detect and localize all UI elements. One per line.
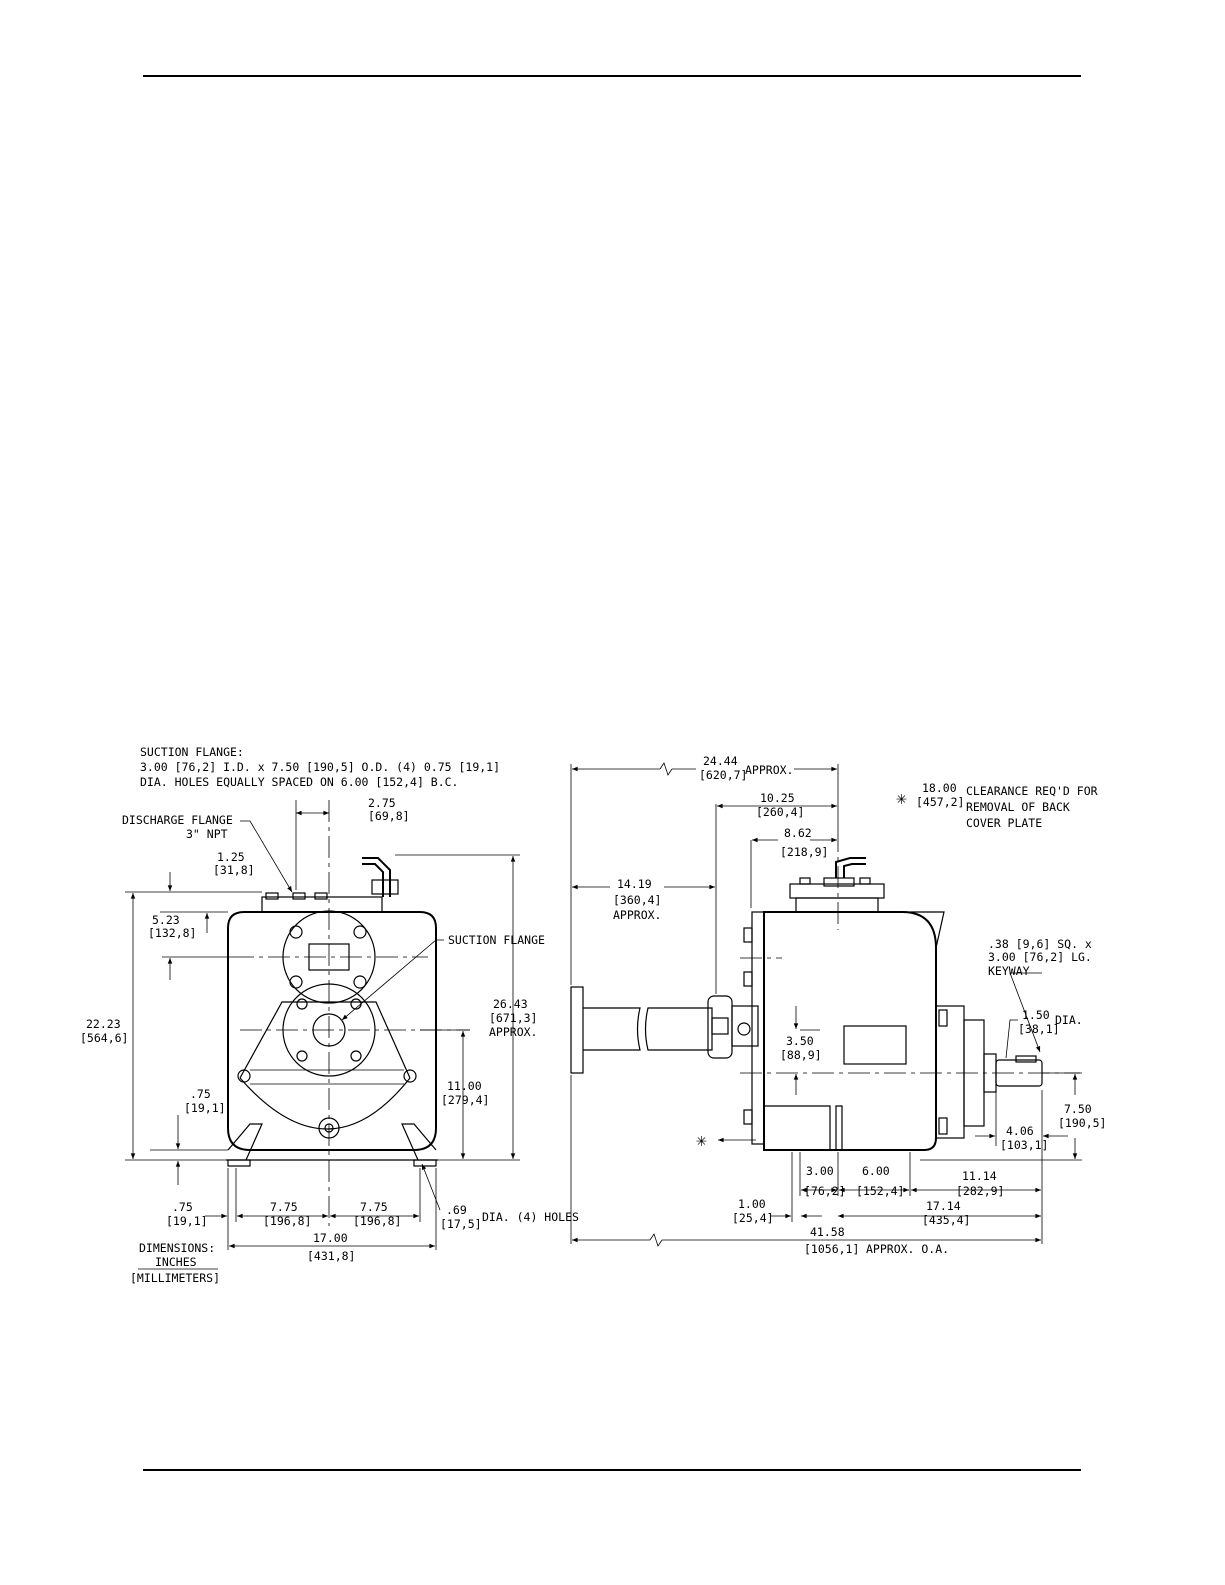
clearance-line2: REMOVAL OF BACK — [966, 800, 1070, 814]
dim-7-75-b-mm: [196,8] — [353, 1214, 401, 1228]
dim-14-19-approx: APPROX. — [613, 908, 661, 922]
dim-6-00-mm: [152,4] — [856, 1184, 904, 1198]
dim-3-50-mm: [88,9] — [780, 1048, 822, 1062]
keyway-line1: .38 [9,6] SQ. x — [988, 937, 1092, 951]
discharge-flange-title: DISCHARGE FLANGE — [122, 813, 233, 827]
dim-22-23: 22.23 — [86, 1017, 121, 1031]
dim-1-50-mm: [38,1] — [1018, 1022, 1060, 1036]
dim-26-43-approx: APPROX. — [489, 1025, 537, 1039]
dim-41-58-mm: [1056,1] — [804, 1242, 859, 1256]
dim-5-23: 5.23 — [152, 913, 180, 927]
foot-right — [401, 1123, 437, 1161]
vent-tube — [362, 863, 384, 897]
dim-7-75-a-mm: [196,8] — [263, 1214, 311, 1228]
dim-0-69-mm: [17,5] — [440, 1217, 482, 1231]
dim-24-44-mm: [620,7] — [699, 768, 747, 782]
dim-17-00: 17.00 — [313, 1231, 348, 1245]
keyway-line3: KEYWAY — [988, 964, 1030, 978]
clearance-marker: ✳ — [696, 1130, 707, 1151]
units-legend-title: DIMENSIONS: — [139, 1241, 215, 1255]
dim-8-62-mm: [218,9] — [780, 845, 828, 859]
suction-flange-note-line2: DIA. HOLES EQUALLY SPACED ON 6.00 [152,4… — [140, 775, 459, 789]
suction-flange-label: SUCTION FLANGE — [448, 933, 545, 947]
units-legend-inches: INCHES — [155, 1255, 197, 1269]
suction-flange-note-line1: 3.00 [76,2] I.D. x 7.50 [190,5] O.D. (4)… — [140, 760, 500, 774]
dim-7-50: 7.50 — [1064, 1102, 1092, 1116]
dim-4-06: 4.06 — [1006, 1124, 1034, 1138]
dim-3-50: 3.50 — [786, 1034, 814, 1048]
suction-pipe — [583, 1007, 641, 1051]
dim-17-00-mm: [431,8] — [307, 1249, 355, 1263]
dim-41-58-approx: APPROX. O.A. — [866, 1242, 949, 1256]
dim-26-43: 26.43 — [493, 997, 528, 1011]
dim-0-75-b-mm: [19,1] — [166, 1214, 208, 1228]
clearance-symbol: ✳ — [896, 788, 907, 809]
dim-1-50: 1.50 — [1022, 1008, 1050, 1022]
dim-5-23-mm: [132,8] — [148, 926, 196, 940]
dim-17-14: 17.14 — [926, 1199, 961, 1213]
dim-7-50-mm: [190,5] — [1058, 1116, 1106, 1130]
dim-10-25-mm: [260,4] — [756, 805, 804, 819]
dim-26-43-mm: [671,3] — [489, 1011, 537, 1025]
dim-3-00-mm: [76,2] — [804, 1184, 846, 1198]
dim-1-00-mm: [25,4] — [732, 1211, 774, 1225]
dim-14-19: 14.19 — [617, 877, 652, 891]
suction-pipe-flange — [570, 986, 584, 1074]
dim-10-25: 10.25 — [760, 791, 795, 805]
dim-1-00: 1.00 — [738, 1197, 766, 1211]
units-legend-mm: [MILLIMETERS] — [130, 1271, 220, 1285]
footer-rule — [143, 1469, 1081, 1471]
dim-7-75-b: 7.75 — [360, 1200, 388, 1214]
keyway-line2: 3.00 [76,2] LG. — [988, 950, 1092, 964]
dim-1-50-dia: DIA. — [1055, 1013, 1083, 1027]
dim-11-00-mm: [279,4] — [441, 1093, 489, 1107]
dim-17-14-mm: [435,4] — [922, 1213, 970, 1227]
header-rule — [143, 75, 1081, 77]
dim-3-00: 3.00 — [806, 1164, 834, 1178]
dim-11-14: 11.14 — [962, 1169, 997, 1183]
dim-14-19-mm: [360,4] — [613, 893, 661, 907]
dim-0-75-b: .75 — [172, 1200, 193, 1214]
dim-2-75: 2.75 — [368, 796, 396, 810]
dim-24-44: 24.44 — [703, 754, 738, 768]
dim-41-58: 41.58 — [810, 1225, 845, 1239]
dim-1-25: 1.25 — [217, 850, 245, 864]
dim-11-14-mm: [282,9] — [956, 1184, 1004, 1198]
holes-label: DIA. (4) HOLES — [482, 1210, 579, 1224]
dim-11-00: 11.00 — [447, 1079, 482, 1093]
suction-flange-note-title: SUCTION FLANGE: — [140, 745, 244, 759]
pump-body-front — [227, 911, 437, 1151]
dim-24-44-approx: APPROX. — [745, 763, 793, 777]
dim-22-23-mm: [564,6] — [80, 1031, 128, 1045]
nameplate — [843, 1025, 907, 1065]
pump-casing-side — [763, 911, 937, 1151]
clearance-value: 18.00 — [922, 781, 957, 795]
foot-left — [227, 1123, 263, 1161]
dim-4-06-mm: [103,1] — [1000, 1138, 1048, 1152]
dim-0-69: .69 — [446, 1203, 467, 1217]
front-view — [125, 800, 520, 1270]
check-valve — [731, 1005, 759, 1047]
dim-0-75-a-mm: [19,1] — [184, 1101, 226, 1115]
clearance-value-mm: [457,2] — [916, 795, 964, 809]
clearance-line3: COVER PLATE — [966, 816, 1042, 830]
side-view — [570, 762, 1082, 1247]
dim-8-62: 8.62 — [784, 826, 812, 840]
dim-1-25-mm: [31,8] — [213, 863, 255, 877]
dim-2-75-mm: [69,8] — [368, 809, 410, 823]
discharge-flange-size: 3" NPT — [186, 827, 228, 841]
dim-7-75-a: 7.75 — [270, 1200, 298, 1214]
dim-6-00: 6.00 — [862, 1164, 890, 1178]
clearance-line1: CLEARANCE REQ'D FOR — [966, 784, 1098, 798]
dim-0-75-a: .75 — [190, 1087, 211, 1101]
